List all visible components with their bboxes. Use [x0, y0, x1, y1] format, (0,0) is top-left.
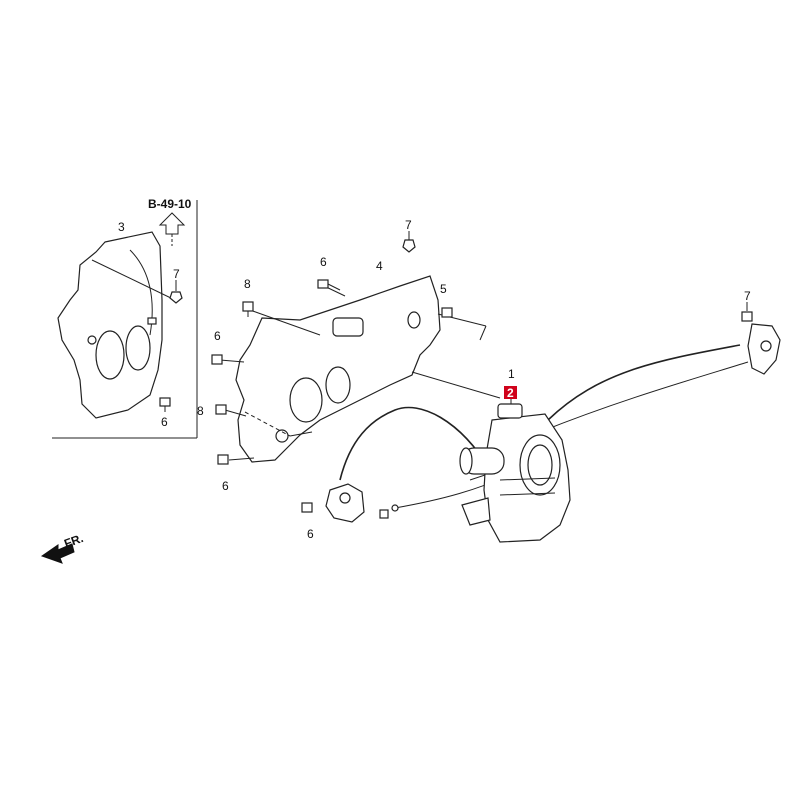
front-arrow-icon — [40, 543, 75, 564]
inset-frame — [52, 200, 198, 439]
bolt-6-left — [211, 354, 223, 365]
door-lock-actuator — [459, 403, 571, 543]
bolt-6-bottom-left — [217, 454, 229, 465]
callout-2-highlight — [504, 386, 517, 399]
bolt-8-top — [242, 301, 254, 317]
inset-bolt-6 — [159, 397, 171, 412]
callout-6-top: 6 — [320, 255, 327, 269]
callout-4: 4 — [376, 259, 383, 273]
callout-7-inset: 7 — [173, 267, 180, 281]
callout-1: 1 — [508, 367, 515, 381]
callout-6-bottom-left: 6 — [222, 479, 229, 493]
inset-bolt-7 — [169, 280, 183, 304]
inset-door-panel — [57, 231, 176, 419]
bolt-7-top — [402, 231, 416, 253]
outer-handle-bracket — [741, 302, 781, 375]
callout-2: 2 — [507, 386, 514, 400]
bolt-8-left — [215, 404, 227, 415]
reference-arrow-icon — [158, 212, 186, 246]
bolt-5 — [441, 307, 453, 318]
callout-5: 5 — [440, 282, 447, 296]
callout-6-lower: 6 — [307, 527, 314, 541]
callout-6-inset: 6 — [161, 415, 168, 429]
callout-7-top: 7 — [405, 218, 412, 232]
front-marker-label: FR. — [62, 531, 85, 551]
bolt-6-top — [317, 279, 341, 291]
callout-3: 3 — [118, 220, 125, 234]
callout-6-left: 6 — [214, 329, 221, 343]
main-door-panel — [235, 275, 441, 463]
callout-8-top: 8 — [244, 277, 251, 291]
reference-label: B-49-10 — [148, 197, 192, 211]
callout-7-right: 7 — [744, 289, 751, 303]
handle-bracket — [325, 483, 389, 523]
callout-8-left: 8 — [197, 404, 204, 418]
bolt-6-lower — [301, 502, 313, 513]
